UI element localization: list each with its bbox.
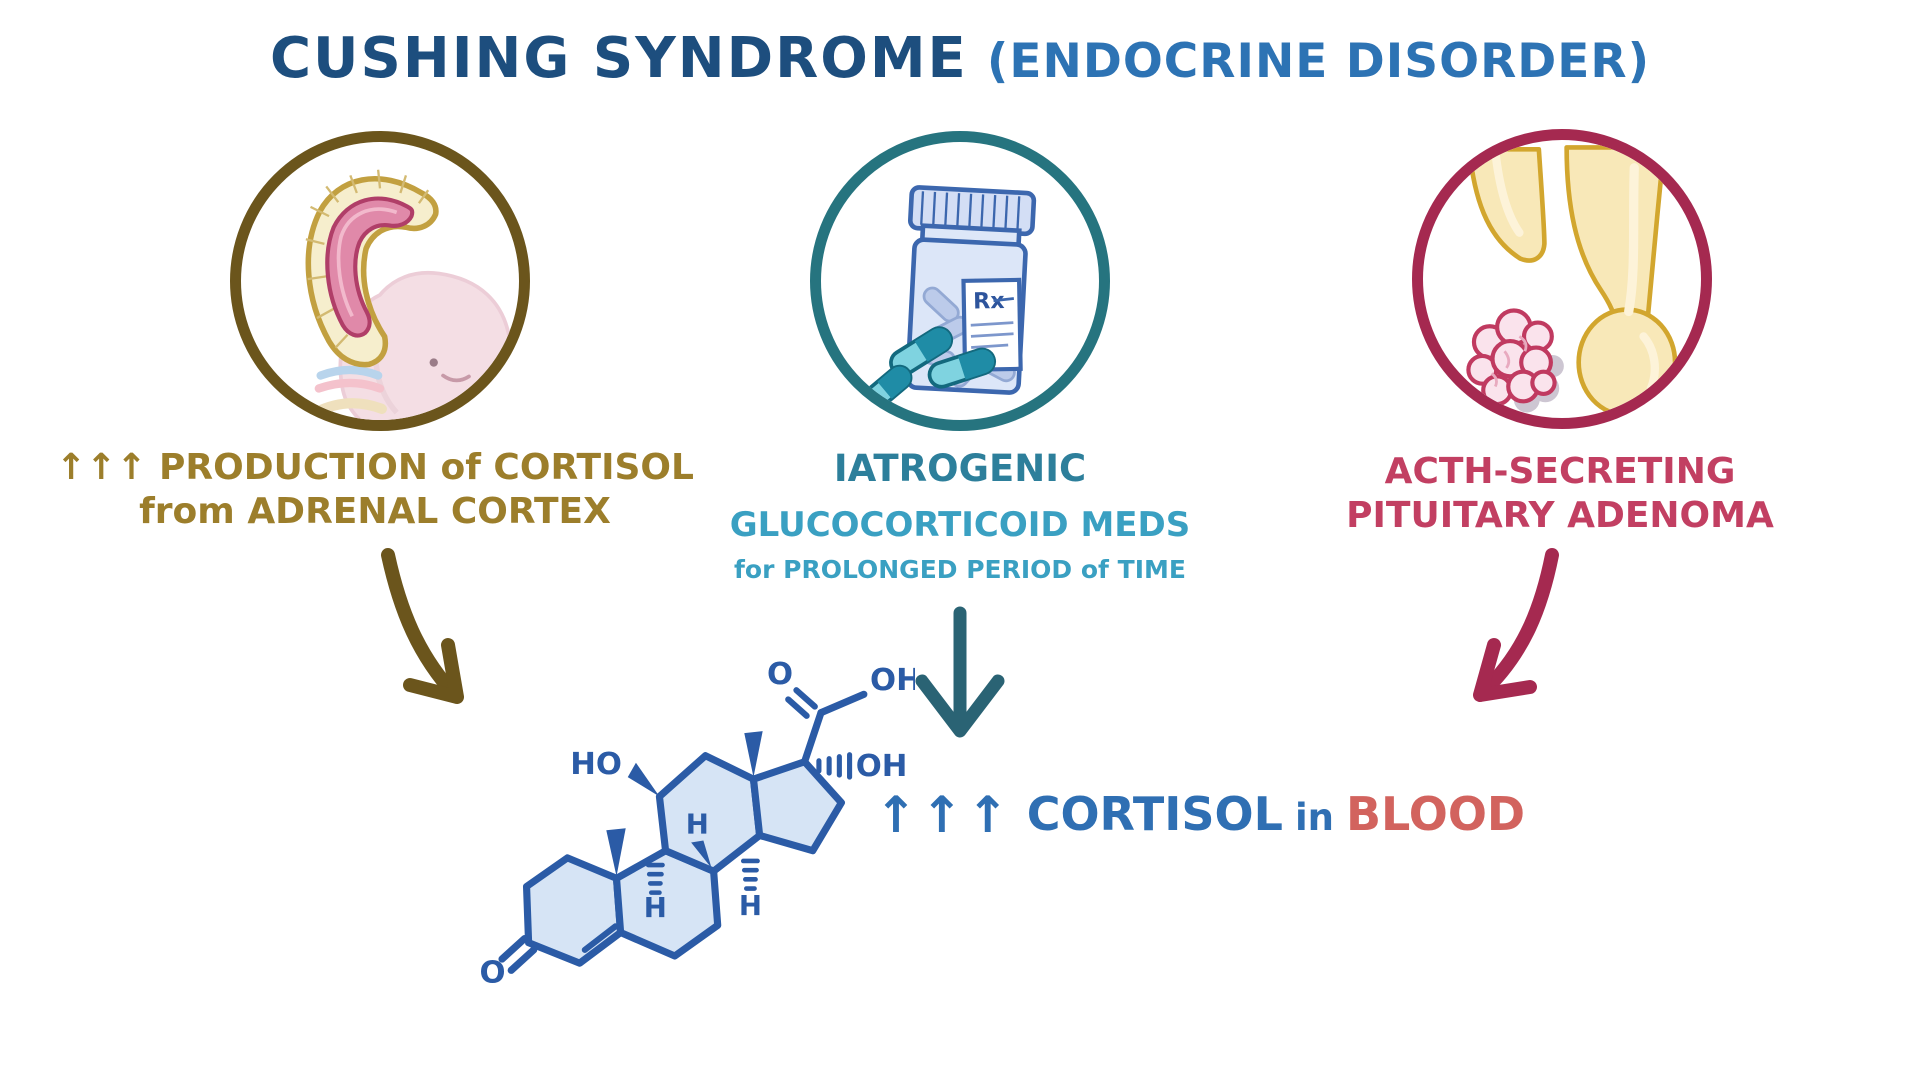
c20-o-label: O [767,657,793,692]
meds-cause-circle: Rx [810,131,1110,431]
pituitary-adenoma-icon [1466,145,1678,418]
ring-c [655,752,764,875]
h-c9-label: H [644,891,667,924]
h-c8-label: H [686,807,709,840]
c11-ho-label: HO [570,747,622,782]
conclusion-in: in [1294,796,1334,839]
iatrogenic-heading: IATROGENIC [833,447,1087,490]
h-c14-label: H [739,889,762,922]
adenoma-detail [1490,335,1528,388]
ketone-o-label: O [480,956,506,991]
pituitary-line-2: PITUITARY ADENOMA [1346,494,1774,536]
adrenal-cause-circle [230,131,530,431]
cortisol-molecule: O HO O OH OH H H H [455,640,915,995]
iatrogenic-line-2: for PROLONGED PERIOD of TIME [734,554,1186,584]
pituitary-cause-text: ACTH-SECRETING PITUITARY ADENOMA [1230,450,1890,538]
up-arrows-icon: ↑↑↑ [875,786,1013,844]
c17-oh-label: OH [856,749,908,784]
iatrogenic-line-1: GLUCOCORTICOID MEDS [729,505,1191,546]
label-lines [970,321,1014,349]
pill-bottle-icon: Rx [856,185,1037,416]
curved-arrow-adrenal-icon [381,548,464,704]
iatrogenic-cause-text: IATROGENIC GLUCOCORTICOID MEDS for PROLO… [660,446,1260,585]
hash-bond-c17 [816,752,853,780]
conclusion-blood: BLOOD [1345,787,1526,841]
adrenal-striations [305,169,430,349]
adrenal-cause-text: ↑↑↑ PRODUCTION of CORTISOL from ADRENAL … [25,446,725,534]
cap-ribs [920,191,1021,230]
title-main: CUSHING SYNDROME [269,26,968,91]
ring-a [522,854,625,967]
hash-bond-c9 [645,862,665,895]
cortisol-structure-icon: O HO O OH OH H H H [480,657,915,991]
adrenal-gland-kidney-icon [305,169,513,420]
conclusion-text: ↑↑↑CORTISOL in BLOOD [875,786,1525,844]
adenoma-mass [1466,308,1557,407]
ring-d [749,758,845,855]
adrenal-line-2: from ADRENAL CORTEX [139,490,611,532]
conclusion-cortisol: CORTISOL [1026,787,1283,841]
straight-arrow-meds-icon [915,606,1005,738]
c21-oh-label: OH [870,663,915,698]
page-title: CUSHING SYNDROME (ENDOCRINE DISORDER) [0,26,1920,91]
adrenal-line-1: ↑↑↑ PRODUCTION of CORTISOL [56,447,694,488]
pituitary-cause-circle [1412,129,1712,429]
curved-arrow-pituitary-icon [1473,548,1559,702]
title-subtitle: (ENDOCRINE DISORDER) [986,34,1651,89]
hash-bond-c14 [740,858,760,891]
pituitary-line-1: ACTH-SECRETING [1384,451,1736,492]
